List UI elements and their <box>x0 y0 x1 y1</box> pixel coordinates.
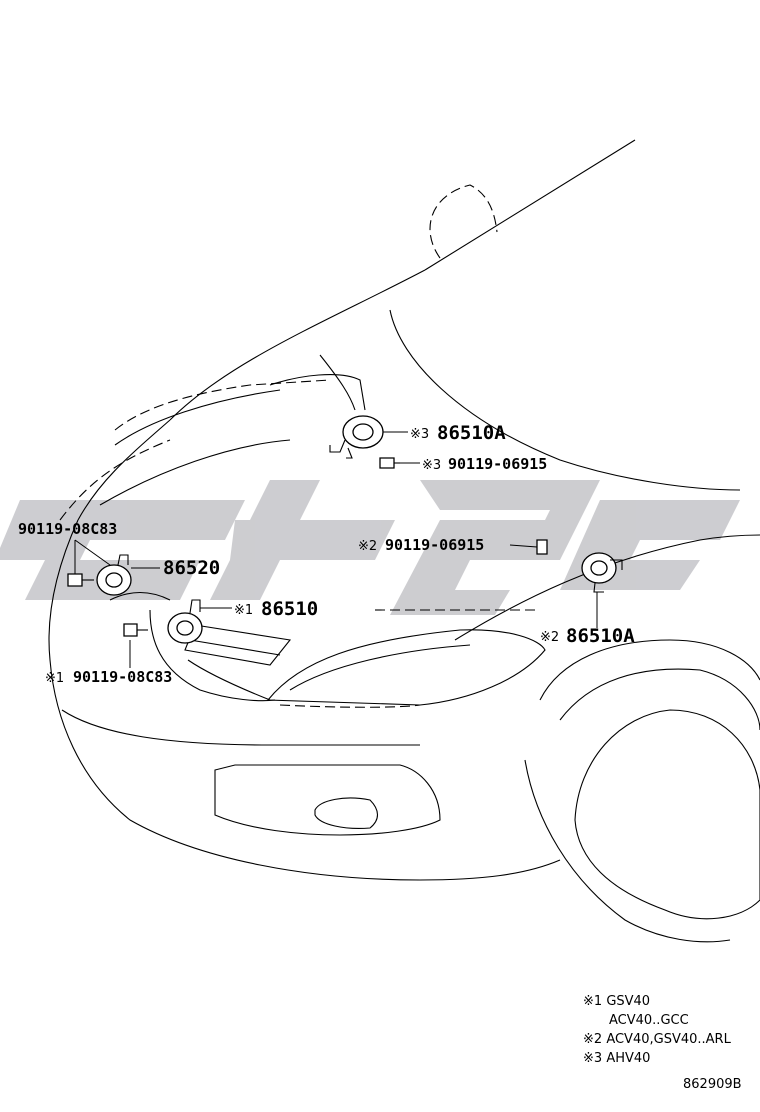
horn-left-part-number: 86520 <box>163 557 220 579</box>
legend-row-4: ※3 AHV40 <box>583 1049 731 1068</box>
legend-row-2: ACV40..GCC <box>583 1011 731 1030</box>
legend-mark-1: ※1 <box>583 994 603 1009</box>
horn-right-mark: ※2 <box>540 630 559 645</box>
bolt-left <box>67 573 94 587</box>
legend-text-3: ACV40,GSV40..ARL <box>606 1032 731 1047</box>
legend-mark-4: ※3 <box>583 1051 603 1066</box>
legend-row-3: ※2 ACV40,GSV40..ARL <box>583 1030 731 1049</box>
horn-right <box>581 552 623 593</box>
horn-center-part-number: 86510 <box>261 598 318 620</box>
bolt-right <box>536 539 548 555</box>
bolt-top-part-number: 90119-06915 <box>448 455 547 473</box>
legend-text-2: ACV40..GCC <box>609 1013 689 1028</box>
bolt-top <box>379 457 400 469</box>
legend-row-1: ※1 GSV40 <box>583 992 731 1011</box>
horn-top-mark: ※3 <box>410 427 429 442</box>
legend: ※1 GSV40 ACV40..GCC ※2 ACV40,GSV40..ARL … <box>583 992 731 1068</box>
horn-top-part-number: 86510A <box>437 422 506 444</box>
bolt-left-part-number: 90119-08C83 <box>18 520 117 538</box>
horn-center-mark: ※1 <box>234 603 253 618</box>
bolt-right-part-number: 90119-06915 <box>385 536 484 554</box>
bolt-center <box>123 623 148 637</box>
horn-top <box>329 415 384 459</box>
bolt-center-mark: ※1 <box>45 671 64 686</box>
bolt-center-part-number: 90119-08C83 <box>73 668 172 686</box>
horn-right-part-number: 86510A <box>566 625 635 647</box>
legend-text-1: GSV40 <box>606 994 651 1009</box>
car-outline <box>48 139 760 943</box>
legend-text-4: AHV40 <box>606 1051 651 1066</box>
bolt-right-mark: ※2 <box>358 539 377 554</box>
legend-mark-3: ※2 <box>583 1032 603 1047</box>
bolt-top-mark: ※3 <box>422 458 441 473</box>
horn-center <box>167 599 203 644</box>
diagram-reference-code: 862909B <box>683 1077 742 1092</box>
leader-lines <box>74 431 598 668</box>
horn-left <box>96 554 132 596</box>
